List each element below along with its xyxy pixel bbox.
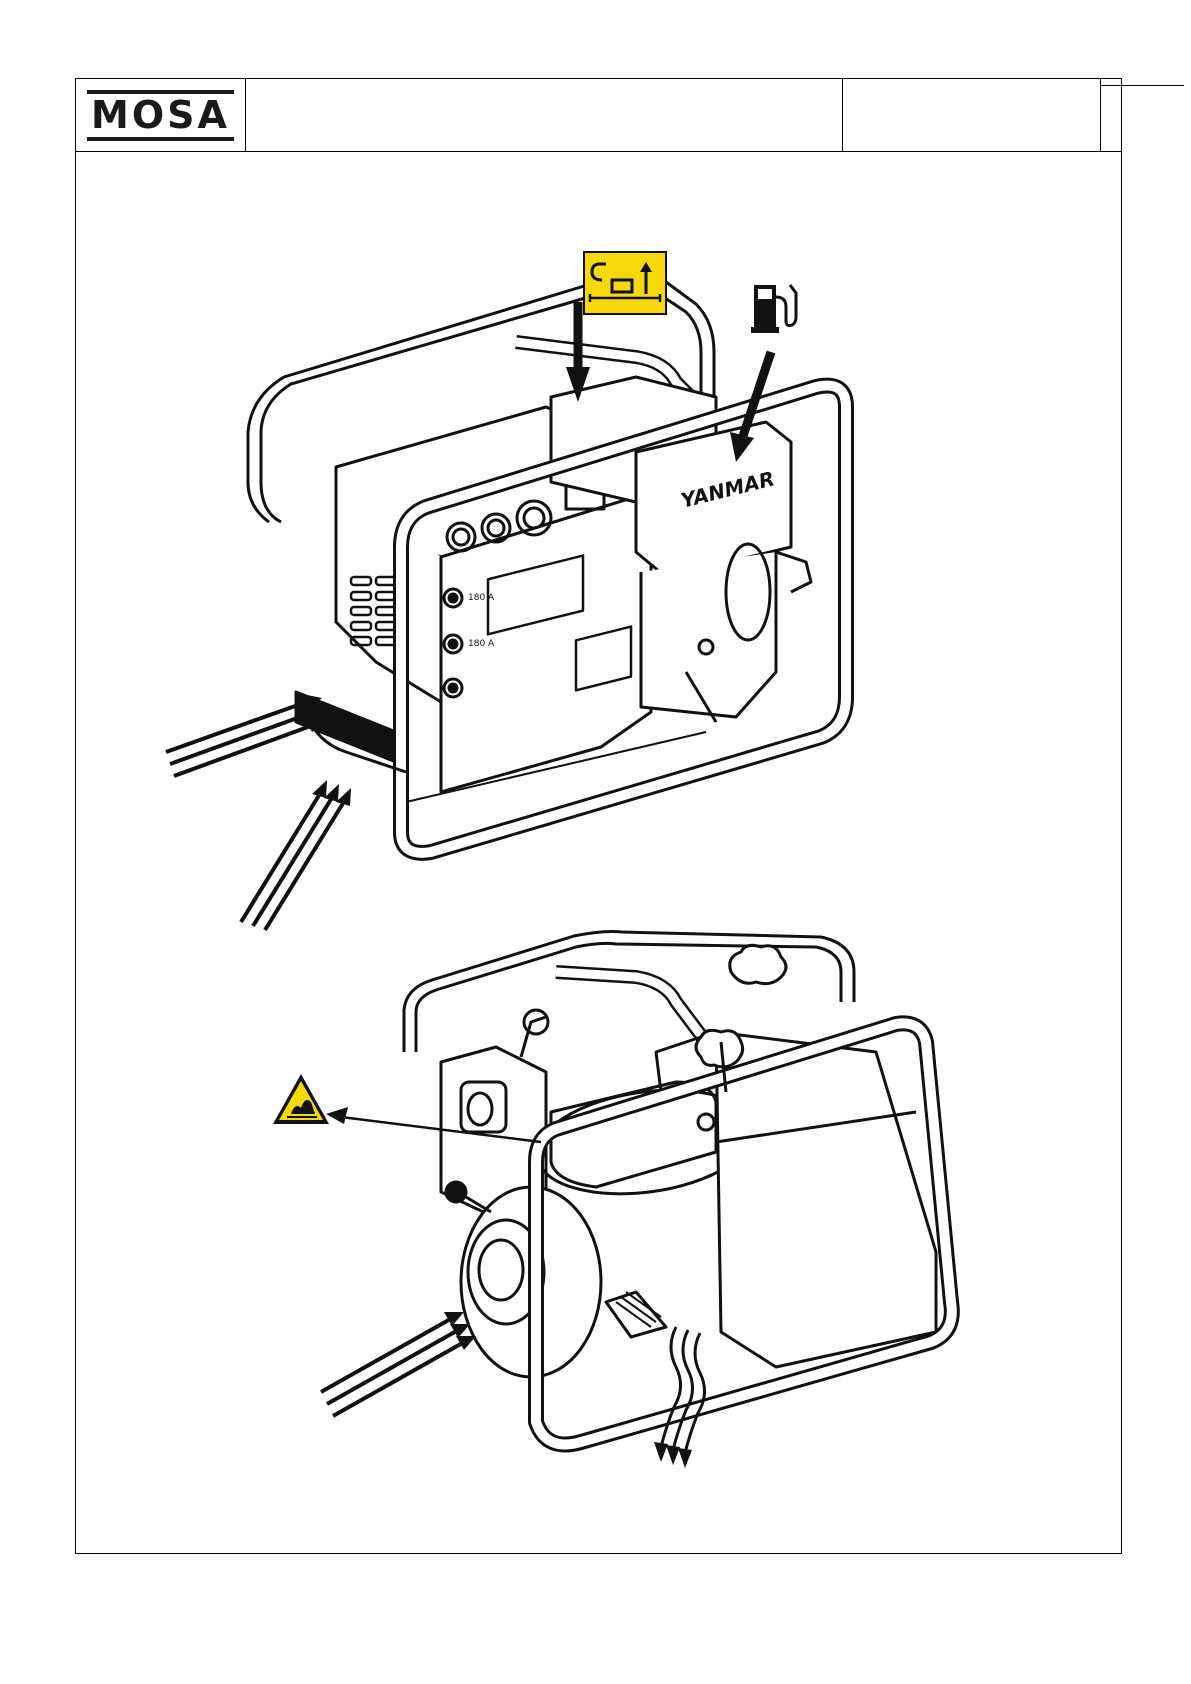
figure-area: 180 A 180 A YANMAR (76, 152, 1121, 1552)
top-generator-illustration: 180 A 180 A YANMAR (166, 274, 846, 930)
socket-label-2: 180 A (468, 639, 495, 649)
title-block: MOSA (76, 79, 1121, 152)
title-cell (246, 79, 843, 152)
page-frame: MOSA (75, 78, 1122, 1554)
socket-label-1: 180 A (468, 593, 495, 603)
code-cell (843, 79, 1101, 152)
page-cell (1101, 79, 1184, 86)
bottom-generator-illustration (321, 932, 952, 1469)
mosa-logo: MOSA (87, 90, 234, 141)
lifting-point-icon (584, 252, 666, 314)
fuel-pump-icon (751, 285, 796, 333)
hot-surface-warning-icon (273, 1074, 329, 1124)
logo-cell: MOSA (76, 79, 246, 152)
